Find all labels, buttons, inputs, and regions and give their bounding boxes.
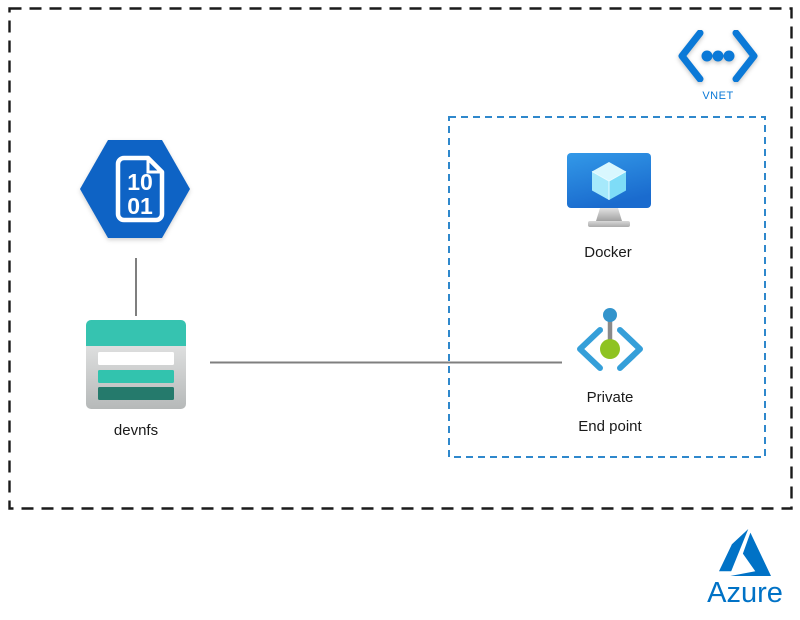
vnet-dot-3 (723, 50, 735, 62)
file-share-bar-white (98, 352, 174, 365)
file-share-bar-teal (98, 370, 174, 383)
vnet-boundary (448, 116, 766, 458)
vnet-dot-1 (701, 50, 713, 62)
devnfs-label: devnfs (113, 422, 159, 439)
node-devnfs[interactable]: devnfs (86, 319, 186, 440)
endpoint-top-dot (603, 308, 617, 322)
azure-mark-left-sail (719, 529, 749, 572)
file-share-bar-dark (98, 387, 174, 400)
monitor-stand (596, 208, 622, 221)
vnet-dot-2 (712, 50, 724, 62)
azure-logo: Azure (690, 529, 800, 608)
endpoint-bracket-left (577, 327, 603, 371)
endpoint-green-dot (600, 339, 620, 359)
azure-logo-mark (719, 529, 771, 576)
outer-boundary (8, 7, 793, 510)
vnet-bracket-right (732, 30, 758, 82)
document-glyph (115, 155, 165, 223)
file-share-icon (86, 320, 186, 409)
private-endpoint-icon (577, 308, 643, 371)
binary-file-icon: 10 01 (80, 140, 190, 238)
docker-label: Docker (584, 244, 632, 261)
private-endpoint-label-line1: Private (586, 389, 634, 406)
vnet-label: VNET (702, 90, 734, 102)
endpoint-bracket-right (617, 327, 643, 371)
azure-wordmark: Azure (707, 577, 783, 609)
node-binary-file[interactable]: 10 01 (80, 134, 190, 244)
monitor-base (588, 221, 630, 227)
docker-icon (567, 153, 651, 227)
binary-digits-line2: 01 (127, 193, 153, 219)
vnet-icon (678, 30, 758, 82)
document-fold (146, 158, 162, 174)
node-vnet[interactable]: VNET (676, 30, 760, 106)
binary-digits-line1: 10 (127, 169, 153, 195)
node-docker[interactable]: Docker (551, 151, 665, 262)
file-share-header (86, 320, 186, 346)
node-private-endpoint[interactable]: Private End point (568, 306, 652, 436)
azure-mark-right-triangle (730, 532, 771, 576)
cube-edges (591, 171, 627, 200)
private-endpoint-label-line2: End point (578, 418, 642, 435)
vnet-bracket-left (678, 30, 704, 82)
